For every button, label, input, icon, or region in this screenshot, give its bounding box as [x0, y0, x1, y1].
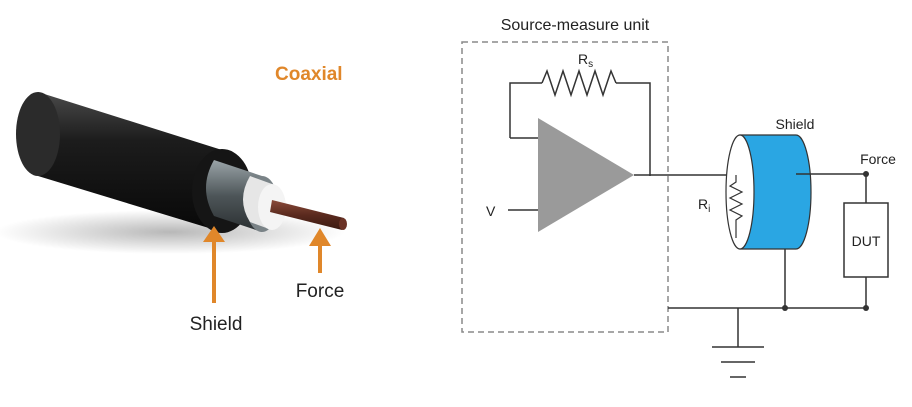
dut-return-node	[863, 305, 869, 311]
smu-box	[461, 41, 669, 333]
smu-label: Source-measure unit	[501, 17, 650, 34]
op-amp	[538, 118, 634, 232]
ri-label: Ri	[698, 196, 710, 215]
force-node	[863, 171, 869, 177]
shield-cylinder	[725, 134, 812, 250]
rs-label: Rs	[578, 51, 593, 70]
cable-force-label: Force	[296, 281, 345, 302]
coax-cable-illustration	[0, 92, 347, 254]
v-label: V	[486, 203, 496, 219]
insulation-resistor-ri	[728, 175, 744, 238]
cable-core	[270, 200, 344, 230]
shield-return-node	[782, 305, 788, 311]
shield-arrow	[203, 226, 225, 303]
cable-jacket-end	[16, 92, 60, 176]
force-label: Force	[860, 151, 896, 167]
cable-core-tip	[339, 218, 347, 230]
dut-label: DUT	[852, 233, 881, 249]
feedback-resistor-rs	[509, 68, 651, 176]
force-arrow	[309, 228, 331, 273]
smu-schematic: Source-measure unit Rs V Shield Ri	[461, 17, 896, 378]
cable-jacket	[25, 92, 235, 232]
shield-label: Shield	[776, 116, 815, 132]
ground-symbol	[712, 308, 764, 378]
cable-shield-label: Shield	[190, 314, 243, 335]
coaxial-title: Coaxial	[275, 64, 343, 85]
